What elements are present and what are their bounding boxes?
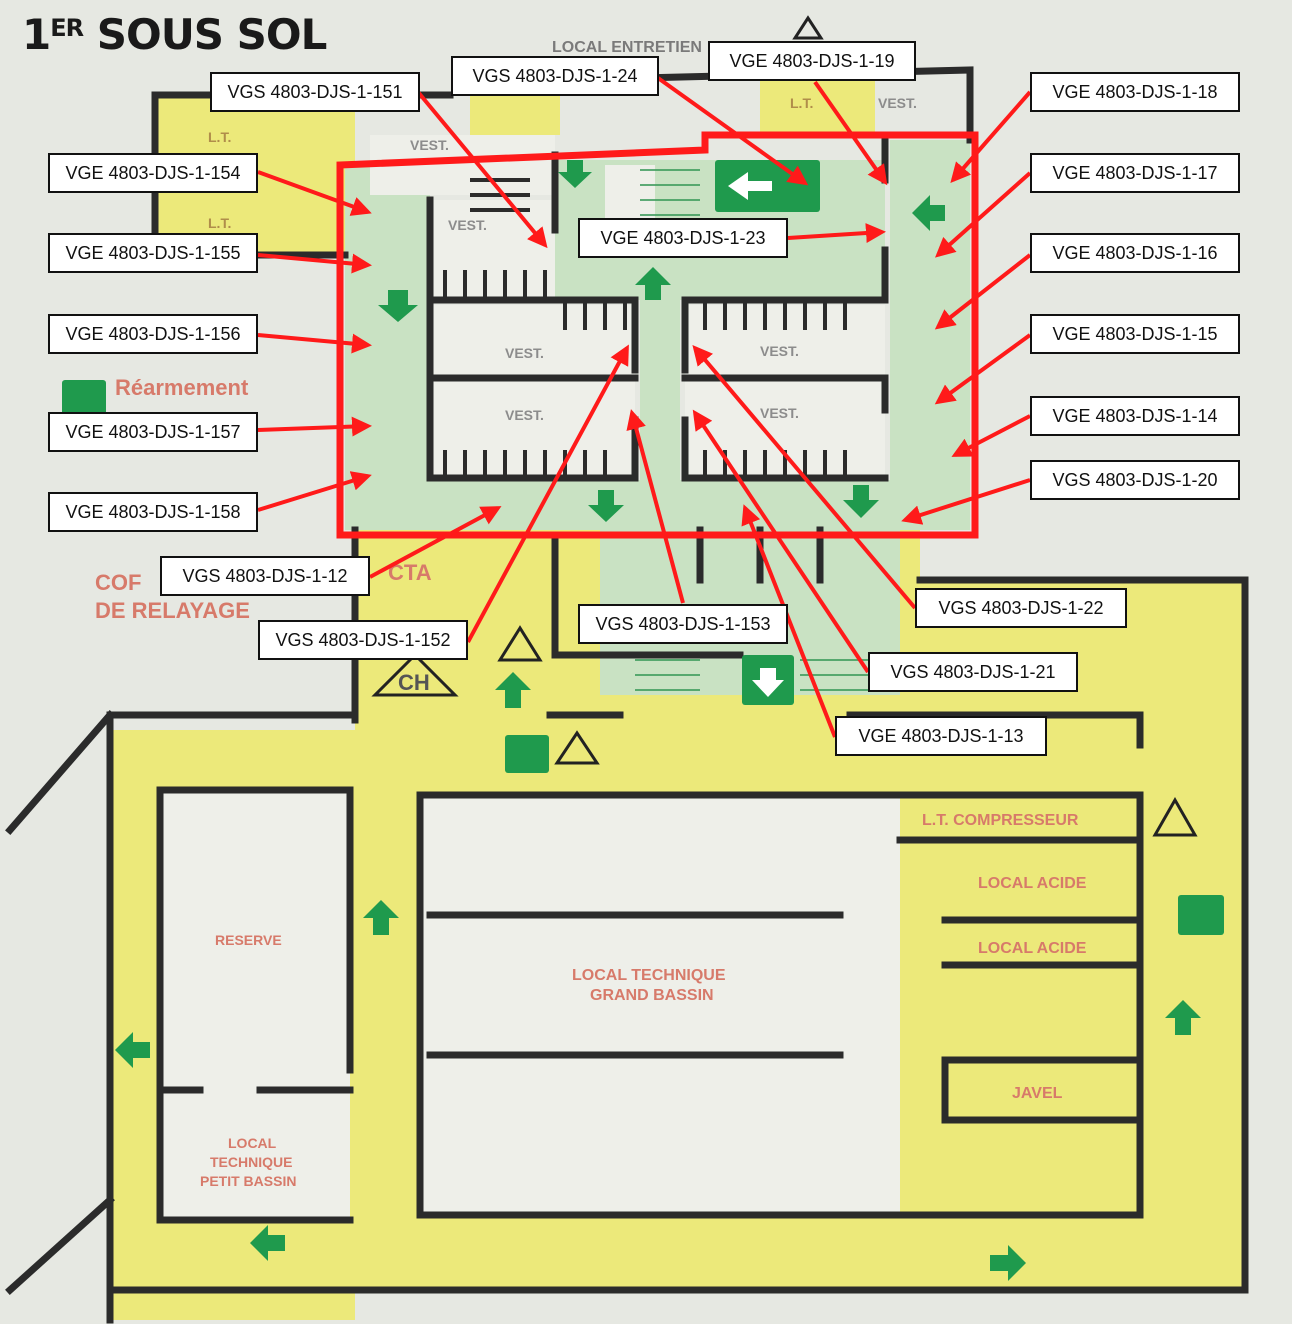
leader-arrows (257, 76, 1032, 738)
leader-arrow-158 (257, 471, 372, 512)
device-label: VGS 4803-DJS-1-22 (915, 588, 1127, 628)
device-label: VGS 4803-DJS-1-153 (578, 604, 788, 644)
map-text-local: LOCAL (228, 1135, 277, 1151)
arrow-up-icon (1165, 1000, 1201, 1035)
device-label: VGE 4803-DJS-1-23 (578, 218, 788, 258)
device-label: VGE 4803-DJS-1-154 (48, 153, 258, 193)
stairs (635, 169, 880, 691)
device-label: VGE 4803-DJS-1-16 (1030, 233, 1240, 273)
arrow-left-icon (912, 195, 945, 231)
leader-arrow-21 (692, 409, 870, 674)
leader-arrow-12 (369, 506, 502, 579)
device-label: VGE 4803-DJS-1-14 (1030, 396, 1240, 436)
leader-arrow-19 (813, 80, 888, 186)
device-label: VGE 4803-DJS-1-157 (48, 412, 258, 452)
device-label: VGS 4803-DJS-1-152 (258, 620, 468, 660)
map-text-vest: VEST. (760, 405, 799, 421)
arrow-down-icon (843, 485, 879, 518)
arrow-up-icon (495, 672, 531, 708)
map-text-lt: L.T. (208, 129, 231, 145)
leader-arrow-14 (951, 414, 1031, 457)
map-text-vest: VEST. (410, 137, 449, 153)
arrow-down-icon (558, 160, 592, 188)
leader-arrow-20 (901, 478, 1031, 525)
device-label: VGS 4803-DJS-1-12 (160, 556, 370, 596)
walls (5, 66, 1249, 1324)
warning-icon (371, 652, 459, 697)
first-aid-icon (1178, 895, 1224, 935)
leader-arrow-24 (656, 76, 809, 186)
leader-arrow-22 (692, 344, 917, 610)
leader-arrow-18 (950, 90, 1032, 184)
first-aid-icon (505, 735, 549, 773)
warning-icon (792, 15, 824, 40)
map-text-reserve: RESERVE (215, 932, 282, 948)
device-label: VGE 4803-DJS-1-155 (48, 233, 258, 273)
arrow-right-icon (990, 1245, 1026, 1281)
highlight-frame (336, 131, 979, 539)
arrow-up-icon (363, 900, 399, 935)
map-text-lt: L.T. (208, 215, 231, 231)
map-text-petit-bassin: PETIT BASSIN (200, 1173, 296, 1189)
leader-arrow-16 (934, 253, 1032, 330)
leader-arrow-151 (416, 90, 548, 249)
leader-arrow-157 (257, 416, 372, 437)
map-text-ch: CH (398, 670, 430, 695)
leader-arrow-23 (787, 223, 886, 243)
arrow-left-icon (115, 1032, 150, 1068)
map-text-local-acide: LOCAL ACIDE (978, 940, 1087, 957)
map-text-vest: VEST. (878, 95, 917, 111)
map-text-vest: VEST. (760, 343, 799, 359)
leader-arrow-15 (934, 333, 1032, 405)
leader-arrow-156 (257, 333, 372, 354)
first-aid-icon (62, 380, 106, 416)
map-text-javel: JAVEL (1012, 1085, 1063, 1102)
map-text-grand-bassin: GRAND BASSIN (590, 987, 714, 1004)
leader-arrow-17 (935, 171, 1032, 258)
device-label: VGE 4803-DJS-1-15 (1030, 314, 1240, 354)
warning-icon (1152, 796, 1198, 837)
map-text-lt-compresseur: L.T. COMPRESSEUR (922, 812, 1079, 829)
map-text-local-technique: LOCAL TECHNIQUE (572, 967, 726, 984)
map-text-vest: VEST. (505, 407, 544, 423)
arrow-left-icon (250, 1225, 285, 1261)
leader-arrow-153 (626, 409, 685, 604)
floor-number-suffix: ER (50, 14, 84, 42)
arrow-down-icon (378, 290, 418, 322)
arrow-down-icon (588, 490, 624, 522)
leader-arrow-152 (466, 344, 629, 643)
device-label: VGE 4803-DJS-1-18 (1030, 72, 1240, 112)
map-text-lt: L.T. (790, 95, 813, 111)
map-text-relayage: DE RELAYAGE (95, 598, 250, 623)
warning-icon (554, 730, 600, 765)
warning-icons (371, 15, 1198, 837)
device-label: VGE 4803-DJS-1-156 (48, 314, 258, 354)
leader-arrow-155 (257, 253, 372, 274)
device-label: VGE 4803-DJS-1-17 (1030, 153, 1240, 193)
sign-glyphs (728, 172, 784, 697)
white-rooms (160, 135, 900, 1220)
device-label: VGS 4803-DJS-1-24 (451, 56, 659, 96)
device-label: VGE 4803-DJS-1-158 (48, 492, 258, 532)
leader-arrow-154 (257, 170, 372, 216)
leader-arrow-13 (741, 504, 837, 738)
floor-title: 1ER SOUS SOL (22, 10, 328, 59)
device-label: VGS 4803-DJS-1-21 (868, 652, 1078, 692)
map-text-local-acide: LOCAL ACIDE (978, 875, 1087, 892)
map-text-local-entretien: LOCAL ENTRETIEN (552, 39, 702, 56)
device-label: VGS 4803-DJS-1-20 (1030, 460, 1240, 500)
map-text-vest: VEST. (505, 345, 544, 361)
floor-name: SOUS SOL (96, 10, 328, 59)
map-text-vest: VEST. (448, 217, 487, 233)
device-label: VGE 4803-DJS-1-19 (708, 41, 916, 81)
device-label: VGE 4803-DJS-1-13 (835, 716, 1047, 756)
map-text-technique: TECHNIQUE (210, 1154, 292, 1170)
map-text-rearmement: Réarmement (115, 375, 249, 400)
warning-icon (497, 625, 543, 662)
device-label: VGS 4803-DJS-1-151 (210, 72, 420, 112)
floor-number: 1 (22, 10, 51, 59)
map-text-coffret: COF (95, 570, 141, 595)
arrow-up-icon (635, 267, 671, 300)
